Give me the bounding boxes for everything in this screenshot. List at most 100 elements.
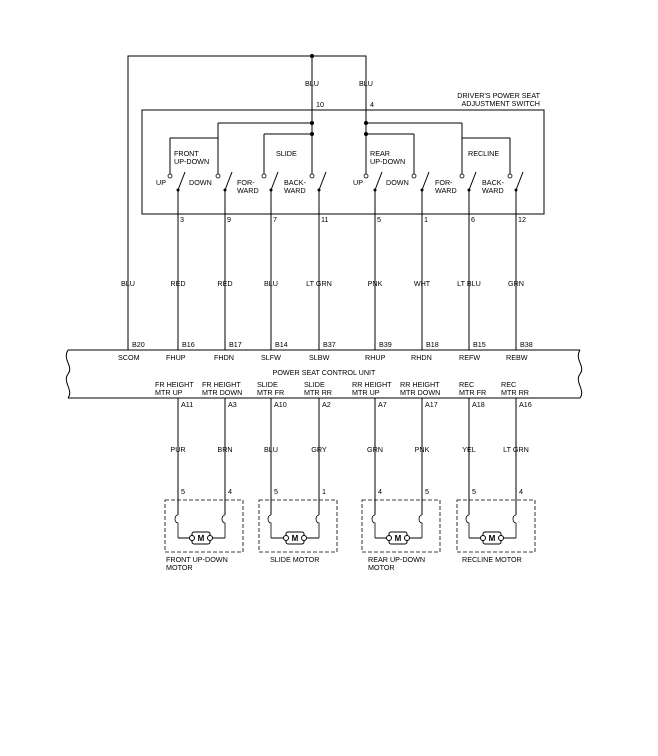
cu-out-fr-down-1: FR HEIGHT [202,380,241,389]
switch-pin-7: 7 [273,215,277,224]
motor4-pin-left: 5 [472,487,476,496]
cu-out-fr-up-2: MTR UP [155,388,183,397]
switch-label-front-up: UP [156,178,166,187]
motor4-label-1: RECLINE MOTOR [462,555,522,564]
group-label-rear-1: REAR [370,149,390,158]
cu-out-rr-down-1: RR HEIGHT [400,380,440,389]
cu-out-slide-rr-1: SLIDE [304,380,325,389]
switch-label-rear-down: DOWN [386,178,409,187]
cu-out-rr-up-1: RR HEIGHT [352,380,392,389]
switch-label-recline-forward-1: FOR- [435,178,453,187]
cu-pin-a3: A3 [228,400,237,409]
switch-contact [459,171,477,192]
motor1-label-2: MOTOR [166,563,193,572]
group-label-front-1: FRONT [174,149,199,158]
motor-wire-grn: GRN [367,445,383,454]
wire-color-rhdn: WHT [414,279,431,288]
cu-pin-name-fhdn: FHDN [214,353,234,362]
cu-pin-name-rhdn: RHDN [411,353,432,362]
motor2-pin-right: 1 [322,487,326,496]
cu-pin-b37: B37 [323,340,336,349]
cu-pin-a10: A10 [274,400,287,409]
switch-title-line2: ADJUSTMENT SWITCH [461,99,540,108]
cu-pin-b20: B20 [132,340,145,349]
control-unit-box [65,349,583,399]
switch-contacts [167,171,524,192]
cu-pin-a16: A16 [519,400,532,409]
cu-pin-b17: B17 [229,340,242,349]
switch-contact [507,171,524,192]
cu-out-rec-rr-1: REC [501,380,516,389]
motor-unit [258,499,338,553]
cu-pin-b15: B15 [473,340,486,349]
switch-contact [261,171,279,192]
feed-wire-left-color: BLU [305,79,319,88]
cu-out-rec-rr-2: MTR RR [501,388,529,397]
cu-pin-b14: B14 [275,340,288,349]
motor2-symbol: M [292,534,299,543]
switch-pin-3: 3 [180,215,184,224]
cu-pin-name-fhup: FHUP [166,353,186,362]
switch-pin-11: 11 [321,215,328,224]
cu-out-fr-up-1: FR HEIGHT [155,380,194,389]
motor-unit [456,499,536,553]
motor4-pin-right: 4 [519,487,523,496]
cu-pin-name-rhup: RHUP [365,353,386,362]
group-label-slide: SLIDE [276,149,297,158]
switch-pin-9: 9 [227,215,231,224]
motor1-pin-right: 4 [228,487,232,496]
switch-contact [363,171,383,192]
wire-color-slfw: BLU [264,279,278,288]
wire-color-slbw: LT GRN [306,279,332,288]
motor-wire-lt-grn: LT GRN [503,445,529,454]
switch-label-slide-backward-1: BACK- [284,178,307,187]
motor-unit [361,499,441,553]
feed-pin-right: 4 [370,100,374,109]
motor1-symbol: M [198,534,205,543]
cu-pin-a17: A17 [425,400,438,409]
cu-out-rr-up-2: MTR UP [352,388,380,397]
harness-wires [177,190,517,350]
feed-wires [127,54,367,350]
cu-out-slide-rr-2: MTR RR [304,388,332,397]
wire-color-rebw: GRN [508,279,524,288]
switch-pin-5: 5 [377,215,381,224]
switch-label-recline-forward-2: WARD [435,186,457,195]
wire-color-rhup: PNK [368,279,383,288]
motor-unit [164,499,244,553]
motor1-label-1: FRONT UP-DOWN [166,555,228,564]
cu-pin-name-rebw: REBW [506,353,528,362]
cu-pin-b39: B39 [379,340,392,349]
motor2-pin-left: 5 [274,487,278,496]
cu-pin-b16: B16 [182,340,195,349]
cu-out-slide-fr-1: SLIDE [257,380,278,389]
cu-pin-name-slfw: SLFW [261,353,281,362]
motor3-pin-left: 4 [378,487,382,496]
cu-pin-a7: A7 [378,400,387,409]
switch-contact [167,171,186,192]
motor2-label-1: SLIDE MOTOR [270,555,319,564]
cu-out-rec-fr-2: MTR FR [459,388,486,397]
motor-wire-gry: GRY [311,445,327,454]
switch-internal-bus [169,110,511,174]
seat-switch-box [141,109,545,215]
motor-wire-pnk: PNK [415,445,430,454]
switch-pin-6: 6 [471,215,475,224]
switch-label-slide-forward-1: FOR- [237,178,255,187]
switch-label-front-down: DOWN [189,178,212,187]
switch-title-line1: DRIVER'S POWER SEAT [457,91,540,100]
cu-pin-name-slbw: SLBW [309,353,330,362]
wire-color-fhdn: RED [217,279,232,288]
cu-pin-name-refw: REFW [459,353,480,362]
switch-pin-1: 1 [424,215,428,224]
switch-label-rear-up: UP [353,178,363,187]
motor-wires [177,398,517,515]
group-label-recline: RECLINE [468,149,499,158]
switch-pin-12: 12 [518,215,526,224]
motor-wire-blu: BLU [264,445,278,454]
wire-color-scom: BLU [121,279,135,288]
cu-pin-b38: B38 [520,340,533,349]
switch-label-slide-forward-2: WARD [237,186,259,195]
group-label-rear-2: UP-DOWN [370,157,405,166]
